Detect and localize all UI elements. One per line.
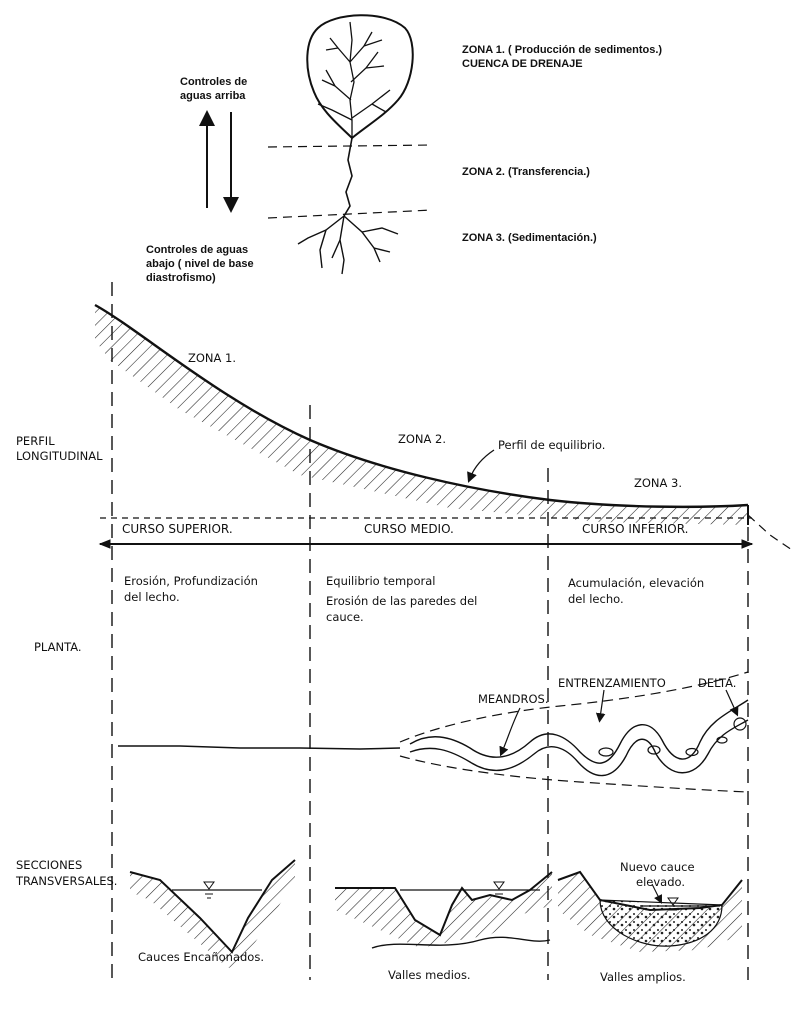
zona1-subtitle: CUENCA DE DRENAJE	[462, 58, 583, 70]
process-middle-3: cauce.	[326, 610, 364, 624]
process-upper-1: Erosión, Profundización	[124, 574, 258, 588]
sections-label-1: SECCIONES	[16, 858, 83, 872]
lower-section-caption: Valles amplios.	[600, 970, 686, 984]
delta-label: DELTA.	[698, 676, 737, 690]
middle-section-profile	[335, 871, 553, 937]
course-middle: CURSO MEDIO.	[364, 522, 454, 536]
valley-margins	[399, 671, 749, 793]
new-bed-label-2: elevado.	[636, 875, 685, 889]
distributary-network	[297, 215, 399, 275]
upper-water-symbol	[203, 881, 215, 899]
straight-channel	[118, 745, 401, 750]
equilibrium-pointer	[467, 449, 495, 483]
equilibrium-profile-line	[94, 303, 749, 509]
profile-substrate-hatch	[95, 305, 748, 525]
plan-label: PLANTA.	[34, 640, 82, 654]
drainage-basin-outline	[306, 14, 414, 140]
profile-label-2: LONGITUDINAL	[16, 449, 103, 463]
lower-section-fill	[599, 899, 723, 947]
drainage-network	[317, 21, 391, 138]
upstream-controls-1: Controles de	[180, 76, 248, 88]
meander-channel-inner	[409, 719, 749, 777]
process-middle-2: Erosión de las paredes del	[326, 594, 478, 608]
meandros-label: MEANDROS.	[478, 692, 549, 706]
process-lower-2: del lecho.	[568, 592, 624, 606]
new-bed-label-1: Nuevo cauce	[620, 860, 695, 874]
process-upper-2: del lecho.	[124, 590, 180, 604]
profile-zona3: ZONA 3.	[634, 476, 683, 490]
zona2-label: ZONA 2. (Transferencia.)	[462, 166, 590, 178]
downstream-controls-3: diastrofismo)	[146, 272, 216, 284]
middle-section-ground	[335, 872, 552, 948]
process-middle-1: Equilibrio temporal	[326, 574, 436, 588]
lower-section-profile	[557, 870, 743, 912]
course-upper: CURSO SUPERIOR.	[122, 522, 233, 536]
middle-section-caption: Valles medios.	[388, 968, 471, 982]
sections-label-2: TRANSVERSALES.	[16, 874, 118, 888]
braided-islands	[598, 717, 747, 757]
lower-water-symbol	[667, 897, 679, 911]
control-arrows	[199, 110, 239, 213]
upper-section-profile	[129, 859, 296, 954]
downstream-controls-2: abajo ( nivel de base	[146, 258, 254, 270]
zona3-label: ZONA 3. (Sedimentación.)	[462, 232, 597, 244]
upstream-controls-2: aguas arriba	[180, 90, 246, 102]
equilibrium-label: Perfil de equilibrio.	[498, 438, 606, 452]
entrenzamiento-label: ENTRENZAMIENTO	[558, 676, 666, 690]
new-bed-pointer	[651, 883, 662, 904]
plan-pointers	[499, 689, 739, 757]
profile-extension	[747, 514, 796, 553]
process-lower-1: Acumulación, elevación	[568, 576, 705, 590]
downstream-controls-1: Controles de aguas	[146, 244, 249, 256]
profile-zona1: ZONA 1.	[188, 351, 237, 365]
zona1-title: ZONA 1. ( Producción de sedimentos.)	[462, 44, 663, 56]
profile-label-1: PERFIL	[16, 434, 55, 448]
course-band	[98, 517, 754, 549]
profile-zona2: ZONA 2.	[398, 432, 447, 446]
upper-section-caption: Cauces Encañonados.	[138, 950, 264, 964]
middle-water-symbol	[493, 881, 505, 895]
zone-divider-lines	[267, 144, 433, 219]
middle-section-underline	[371, 936, 551, 949]
transfer-channel	[343, 137, 353, 217]
upper-section-ground	[130, 860, 295, 968]
course-lower: CURSO INFERIOR.	[582, 522, 689, 536]
meander-channel-outer	[409, 699, 749, 764]
